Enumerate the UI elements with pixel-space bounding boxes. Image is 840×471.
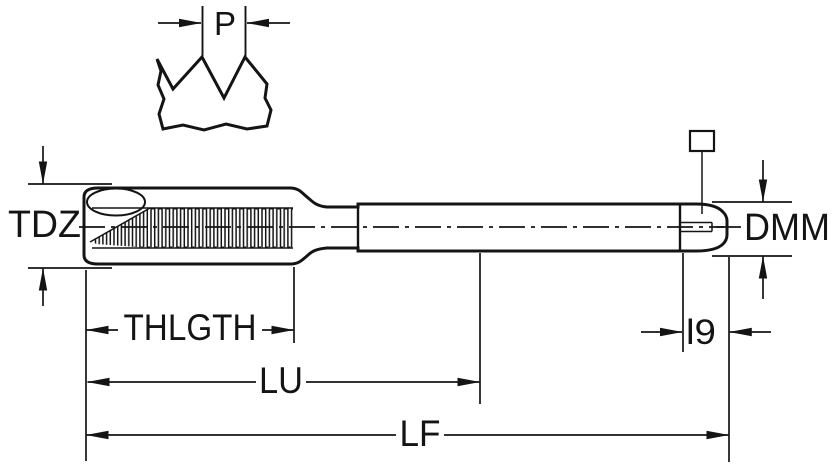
thread-profile-shape [155,54,273,132]
chamfer-lead-line [89,207,151,243]
label-pitch: P [214,5,236,42]
square-drive-symbol [688,129,716,153]
dimension-lu: LU [86,360,481,401]
dimension-tdz: TDZ [8,146,112,306]
dimension-lf: LF [85,413,730,454]
thread-teeth [92,208,293,248]
label-tdz: TDZ [8,204,81,246]
tap-drawing [79,129,729,266]
label-dmm: DMM [744,207,830,249]
label-lu: LU [259,360,303,401]
flute-ellipse [86,187,146,217]
label-lf: LF [400,413,441,454]
thread-profile-detail: P [155,5,290,132]
dimension-dmm: DMM [712,160,830,299]
tap-body [82,186,729,266]
label-l9: l9 [686,313,716,352]
dimension-l9: l9 [641,313,771,352]
label-thlgth: THLGTH [124,307,257,348]
dimension-thlgth: THLGTH [85,307,295,348]
